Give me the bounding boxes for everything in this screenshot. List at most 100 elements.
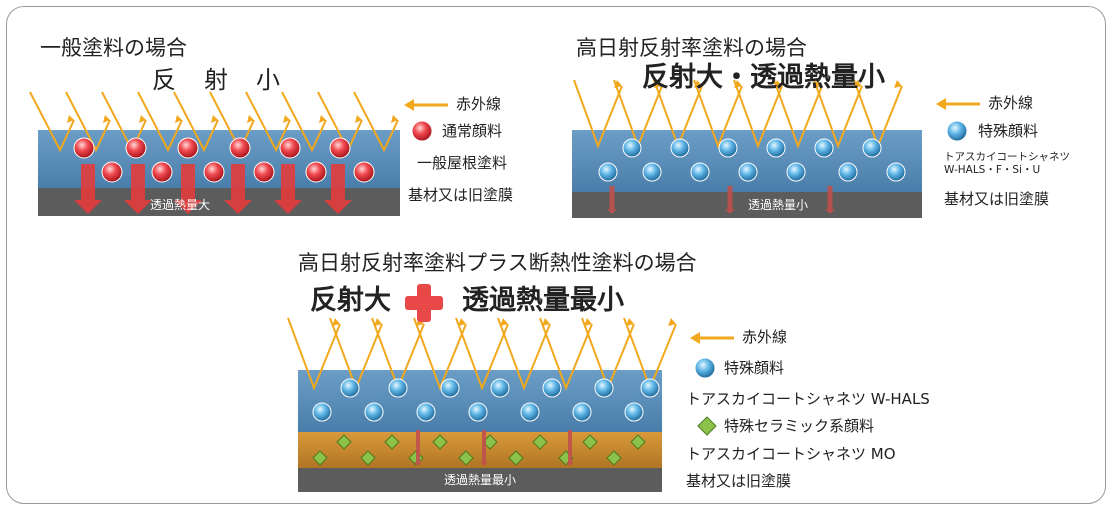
infrared-ray <box>65 91 111 153</box>
infrared-ray-head <box>584 318 592 326</box>
infrared-ray <box>497 317 551 391</box>
heat-arrow <box>124 164 152 214</box>
panel1-heat-label: 透過熱量大 <box>150 198 211 212</box>
blue-pigment <box>718 138 738 158</box>
infrared-ray-head <box>626 318 634 326</box>
infrared-ray-head <box>247 115 254 123</box>
infrared-ray <box>413 317 467 391</box>
red-pigment <box>229 137 251 159</box>
panel3-product-bottom: トアスカイコートシャネツ MO <box>686 445 896 463</box>
infrared-ray <box>137 91 183 153</box>
heat-arrow <box>825 186 835 214</box>
red-pigment <box>329 137 351 159</box>
blue-pigment <box>670 138 690 158</box>
infrared-ray <box>539 317 593 391</box>
panel3-heat-arrows <box>414 430 574 466</box>
blue-pigment <box>690 162 710 182</box>
red-pigment <box>305 161 327 183</box>
blue-pigment <box>838 162 858 182</box>
blue-pigment <box>738 162 758 182</box>
infrared-ray <box>287 317 341 391</box>
ceramic-pigment <box>508 450 524 466</box>
blue-pigment <box>814 138 834 158</box>
infrared-ray <box>173 91 219 153</box>
panel3-infrared-label: 赤外線 <box>742 328 788 346</box>
infrared-ray-head <box>332 318 340 326</box>
blue-pigment <box>886 162 906 182</box>
red-pigment <box>353 161 375 183</box>
infrared-ray <box>353 91 399 153</box>
red-pigment <box>73 137 95 159</box>
ceramic-pigment <box>384 434 400 450</box>
panel3-subtitle-right: 透過熱量最小 <box>462 285 624 316</box>
infrared-ray-head <box>391 115 398 123</box>
heat-arrow <box>74 164 102 214</box>
heat-arrow <box>174 164 202 214</box>
infrared-ray <box>693 79 743 149</box>
infrared-ray-head <box>668 318 676 326</box>
infrared-ray <box>813 79 863 149</box>
infrared-ray-head <box>500 318 508 326</box>
infrared-ray-head <box>355 115 362 123</box>
blue-pigment <box>624 402 644 422</box>
blue-pigment <box>340 378 360 398</box>
infrared-ray-head <box>67 115 74 123</box>
ceramic-pigment <box>360 450 376 466</box>
infrared-ray <box>455 317 509 391</box>
panel3-ceramic-label: 特殊セラミック系顔料 <box>724 417 875 435</box>
infrared-ray-head <box>894 80 902 88</box>
infrared-ray <box>773 79 823 149</box>
blue-pigment <box>594 378 614 398</box>
red-pigment <box>177 137 199 159</box>
blue-pigment <box>786 162 806 182</box>
blue-pigment <box>364 402 384 422</box>
blue-pigment <box>622 138 642 158</box>
panel3-substrate-label: 基材又は旧塗膜 <box>686 472 792 490</box>
panel3-substrate-layer <box>298 468 662 492</box>
heat-arrow <box>274 164 302 214</box>
panel2-title: 高日射反射率塗料の場合 <box>576 36 807 60</box>
heat-arrow <box>725 186 735 214</box>
panel2-pigment-label: 特殊顔料 <box>978 122 1039 140</box>
blue-pigment <box>416 402 436 422</box>
ceramic-pigment <box>630 434 646 450</box>
blue-pigment <box>862 138 882 158</box>
infrared-ray-head <box>103 115 110 123</box>
panel2-blue-pigments <box>598 138 906 182</box>
blue-pigment <box>388 378 408 398</box>
blue-pigment <box>598 162 618 182</box>
panel2-subtitle: 反射大・透過熱量小 <box>642 62 885 93</box>
panel1-infrared-arrow-icon <box>404 99 448 111</box>
panel1-red-pigment-icon <box>411 120 433 142</box>
panel3-infrared-arrow-icon <box>690 332 734 344</box>
infrared-ray <box>245 91 291 153</box>
panel1-heat-arrows <box>74 164 352 214</box>
panel3-title: 高日射反射率塗料プラス断熱性塗料の場合 <box>298 251 697 275</box>
diagram-frame <box>6 6 1106 504</box>
panel1-pigment-label: 通常顔料 <box>442 122 503 140</box>
infrared-ray <box>733 79 783 149</box>
panel2-substrate-layer <box>572 192 922 218</box>
blue-pigment <box>640 378 660 398</box>
ceramic-pigment <box>312 450 328 466</box>
red-pigment <box>279 137 301 159</box>
ceramic-pigment <box>336 434 352 450</box>
heat-arrow <box>224 164 252 214</box>
panel3-product-top: トアスカイコートシャネツ W-HALS <box>686 390 930 408</box>
heat-arrow <box>480 430 488 466</box>
blue-pigment <box>766 138 786 158</box>
panel3-blue-pigment-icon <box>694 357 716 379</box>
ceramic-pigment <box>532 434 548 450</box>
panel2-layers <box>572 130 922 218</box>
panel1-title: 一般塗料の場合 <box>40 36 187 60</box>
blue-pigment <box>542 378 562 398</box>
panel3-subtitle-left: 反射大 <box>310 285 391 316</box>
heat-arrow <box>324 164 352 214</box>
panel3-insulation-layer <box>298 432 662 468</box>
infrared-ray-head <box>211 115 218 123</box>
red-pigment <box>125 137 147 159</box>
panel2-product-line2: W-HALS・F・Si・U <box>944 164 1041 176</box>
blue-pigment <box>440 378 460 398</box>
ceramic-pigment <box>606 450 622 466</box>
